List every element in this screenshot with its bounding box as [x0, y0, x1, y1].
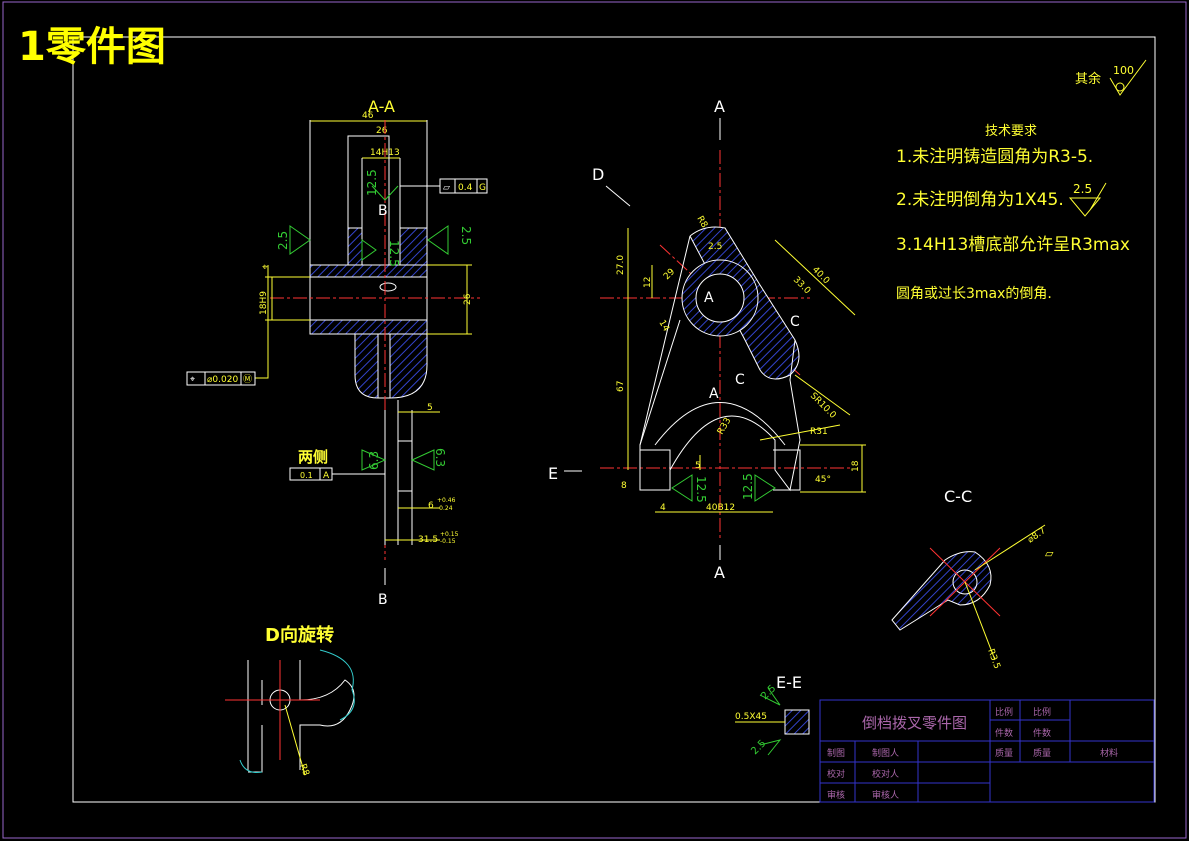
svg-text:46: 46	[362, 111, 374, 121]
svg-text:6.3: 6.3	[433, 448, 447, 467]
svg-text:制图: 制图	[827, 747, 845, 759]
drawing-name: 倒档拨叉零件图	[862, 714, 967, 732]
req-roughness: 2.5	[1073, 182, 1092, 196]
svg-text:12: 12	[643, 277, 653, 288]
view-d-title: D向旋转	[265, 624, 334, 646]
svg-text:件数: 件数	[995, 727, 1013, 739]
svg-text:12.5: 12.5	[694, 476, 708, 503]
svg-text:6: 6	[428, 501, 434, 511]
svg-text:0.1: 0.1	[300, 471, 313, 480]
req-item-4: 圆角或过长3max的倒角.	[896, 286, 1052, 302]
other-finish-value: 100	[1113, 64, 1134, 77]
svg-text:26: 26	[463, 293, 473, 305]
main-view: A A D E A C C A 27.0 12 29 R8 2.5 40.0	[548, 97, 866, 582]
two-sides-label: 两侧	[298, 448, 328, 466]
svg-text:件数: 件数	[1033, 727, 1051, 739]
section-cc-view: C-C ⌀8.7 R3.5 ⏥	[891, 487, 1054, 671]
svg-text:⏥: ⏥	[443, 183, 450, 193]
svg-text:26: 26	[376, 126, 388, 136]
svg-text:18: 18	[851, 460, 861, 472]
svg-text:制图人: 制图人	[872, 747, 899, 759]
svg-text:+0.46: +0.46	[437, 497, 456, 504]
view-d: D向旋转 R8	[225, 624, 355, 778]
svg-text:27.0: 27.0	[616, 255, 626, 275]
svg-text:B: B	[378, 592, 388, 608]
svg-text:5: 5	[427, 403, 433, 413]
svg-text:33.0: 33.0	[791, 275, 812, 296]
svg-text:A: A	[714, 97, 725, 116]
section-aa-title: A-A	[368, 97, 395, 116]
req-heading: 技术要求	[985, 124, 1037, 139]
svg-text:2.5: 2.5	[459, 226, 473, 245]
svg-text:Ⓜ: Ⓜ	[243, 374, 252, 385]
section-cc-title: C-C	[944, 487, 972, 506]
svg-text:31.5: 31.5	[418, 535, 438, 545]
svg-text:A: A	[709, 386, 719, 402]
svg-text:G: G	[479, 183, 486, 193]
svg-text:67: 67	[616, 381, 626, 392]
svg-text:2.5: 2.5	[749, 738, 768, 757]
svg-text:B: B	[378, 203, 388, 219]
svg-text:校对: 校对	[827, 768, 845, 780]
svg-text:-0.24: -0.24	[437, 505, 453, 512]
svg-text:D: D	[592, 165, 604, 184]
svg-text:⌀8.7: ⌀8.7	[1026, 526, 1048, 546]
svg-text:12.5: 12.5	[387, 240, 401, 267]
svg-text:校对人: 校对人	[872, 768, 899, 780]
svg-text:比例: 比例	[1033, 706, 1051, 718]
page-title: 1零件图	[18, 24, 166, 70]
svg-text:比例: 比例	[995, 706, 1013, 718]
title-block: 倒档拨叉零件图 比例 比例 件数 件数 质量 质量 材料 制图 制图人 校对 校…	[819, 699, 1155, 803]
svg-text:A: A	[714, 563, 725, 582]
drawing-frame	[72, 36, 1156, 803]
svg-text:18H9: 18H9	[259, 291, 269, 315]
section-aa-view: A-A 46 26 14H13 B B	[186, 97, 488, 608]
svg-text:R3.5: R3.5	[985, 648, 1001, 671]
svg-text:质量: 质量	[1033, 747, 1051, 759]
svg-text:R8: R8	[297, 763, 311, 778]
svg-text:⌖: ⌖	[262, 262, 268, 273]
svg-text:40B12: 40B12	[706, 503, 735, 513]
svg-text:⏥: ⏥	[1045, 547, 1054, 560]
svg-text:⌀0.020: ⌀0.020	[207, 375, 238, 385]
svg-text:0.5X45: 0.5X45	[735, 712, 767, 722]
svg-text:45°: 45°	[815, 475, 831, 485]
svg-text:R33: R33	[716, 416, 734, 436]
svg-text:5: 5	[695, 461, 701, 471]
svg-text:2.5: 2.5	[276, 231, 290, 250]
svg-text:4: 4	[660, 503, 666, 513]
svg-text:A: A	[704, 290, 714, 306]
svg-text:C: C	[735, 372, 745, 388]
svg-text:C: C	[790, 314, 800, 330]
svg-text:0.4: 0.4	[458, 183, 473, 193]
req-item-1: 1.未注明铸造圆角为R3-5.	[896, 147, 1093, 167]
svg-text:R31: R31	[810, 427, 828, 437]
svg-text:12.5: 12.5	[365, 169, 379, 196]
svg-text:审核: 审核	[827, 789, 845, 801]
svg-text:A: A	[323, 471, 330, 481]
svg-text:审核人: 审核人	[872, 789, 899, 801]
svg-text:+0.15: +0.15	[440, 531, 459, 538]
svg-text:29: 29	[662, 267, 677, 282]
svg-text:⌖: ⌖	[190, 375, 195, 385]
other-finish-label: 其余	[1075, 71, 1101, 87]
req-item-3: 3.14H13槽底部允许呈R3max	[896, 235, 1130, 255]
section-ee-view: E-E 0.5X45 2.5 2.5	[735, 673, 810, 757]
roughness-symbol-icon	[1109, 59, 1147, 96]
svg-text:材料: 材料	[1100, 747, 1118, 759]
svg-text:2.5: 2.5	[708, 242, 722, 252]
svg-text:6.3: 6.3	[367, 451, 381, 470]
svg-text:8: 8	[621, 481, 627, 491]
svg-text:-0.15: -0.15	[440, 538, 456, 545]
svg-text:E: E	[548, 464, 558, 483]
svg-text:质量: 质量	[995, 747, 1013, 759]
section-ee-title: E-E	[776, 673, 802, 692]
req-item-2: 2.未注明倒角为1X45.	[896, 190, 1064, 210]
svg-text:14: 14	[656, 319, 671, 334]
svg-text:12.5: 12.5	[741, 473, 755, 500]
